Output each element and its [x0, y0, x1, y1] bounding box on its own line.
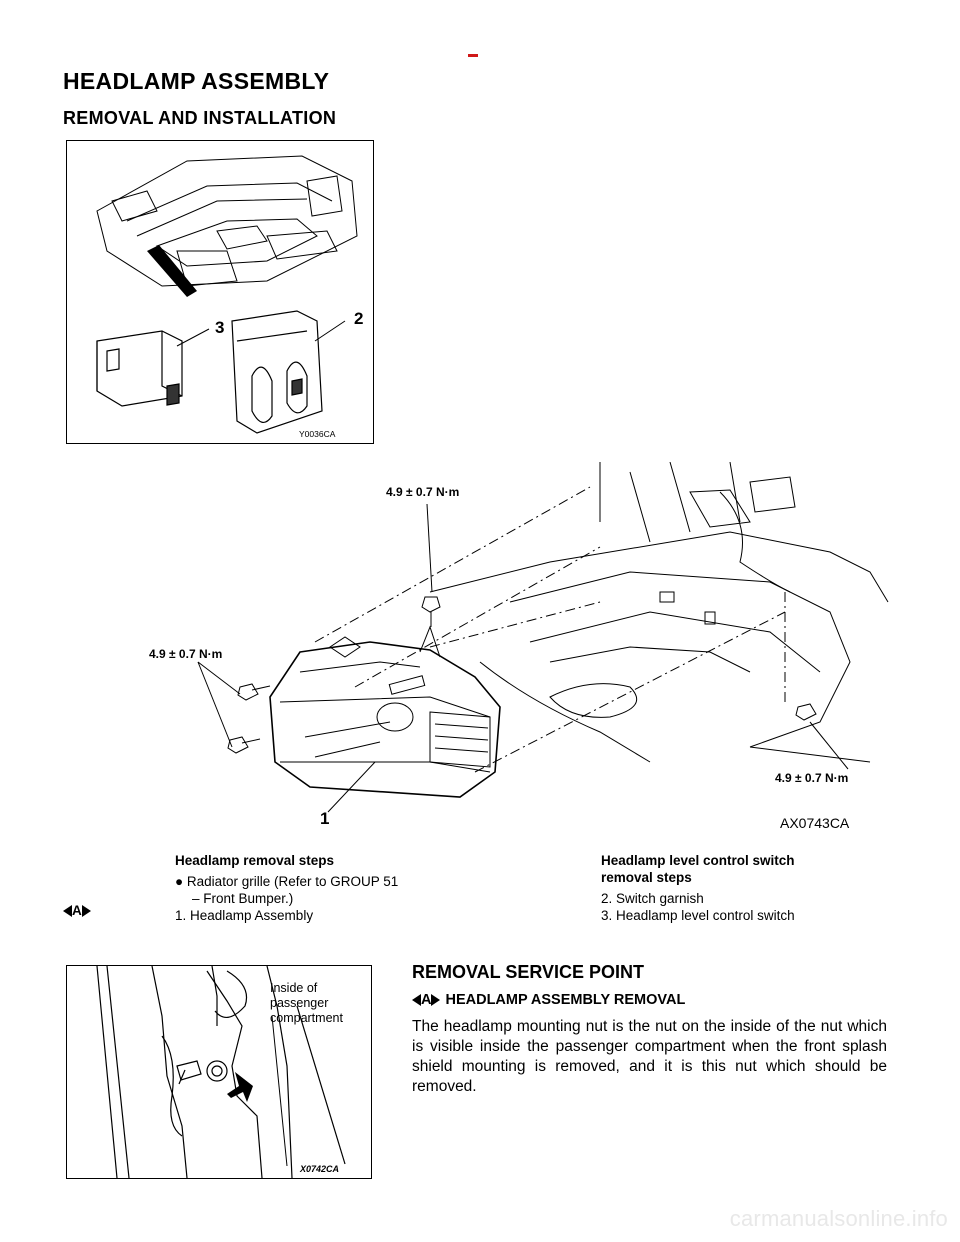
service-point-body: The headlamp mounting nut is the nut on …: [412, 1018, 887, 1095]
steps-heading-left: Headlamp removal steps: [175, 853, 335, 868]
step-headlamp-assembly: 1. Headlamp Assembly: [175, 908, 314, 923]
callout-1: 1: [320, 809, 329, 828]
service-point-marker-a: A: [63, 903, 91, 918]
figure2-code: AX0743CA: [780, 815, 850, 831]
step-radiator-grille-text-2: – Front Bumper.): [192, 891, 294, 906]
passenger-compartment-drawing: Inside of passenger compartment X0742CA: [96, 965, 346, 1179]
service-marker-label: A: [421, 992, 432, 1008]
headlamp-exploded-drawing: 4.9 ± 0.7 N·m 4.9 ± 0.7 N·m 4.9 ± 0.7 N·…: [149, 461, 889, 831]
triangle-right-icon: [81, 904, 91, 917]
step-radiator-grille-text: Radiator grille (Refer to GROUP 51: [186, 874, 399, 889]
triangle-left-icon: [412, 994, 421, 1006]
service-point-title: REMOVAL SERVICE POINT: [412, 962, 645, 982]
steps-heading-right-2: removal steps: [601, 870, 692, 885]
service-point-subtitle: A HEADLAMP ASSEMBLY REMOVAL: [412, 992, 685, 1008]
callout-3: 3: [215, 318, 224, 337]
figure-headlamp-exploded: 4.9 ± 0.7 N·m 4.9 ± 0.7 N·m 4.9 ± 0.7 N·…: [130, 461, 890, 834]
header-accent-mark: [468, 54, 478, 57]
figure3-code: X0742CA: [299, 1164, 339, 1174]
marker-label: A: [72, 903, 82, 918]
page-title: HEADLAMP ASSEMBLY: [63, 68, 330, 94]
torque-label-right: 4.9 ± 0.7 N·m: [775, 771, 848, 785]
torque-label-top: 4.9 ± 0.7 N·m: [386, 485, 459, 499]
figure3-label-1: Inside of: [270, 981, 318, 995]
step-switch-garnish: 2. Switch garnish: [601, 891, 704, 906]
torque-label-left: 4.9 ± 0.7 N·m: [149, 647, 222, 661]
service-subtitle-text: HEADLAMP ASSEMBLY REMOVAL: [445, 992, 686, 1008]
figure-passenger-compartment: Inside of passenger compartment X0742CA: [66, 965, 372, 1179]
figure3-label-3: compartment: [270, 1011, 343, 1025]
switch-removal-steps: Headlamp level control switch removal st…: [601, 852, 795, 924]
dashboard-switch-drawing: 3 2 Y0036CA: [96, 155, 363, 439]
figure-dashboard-switch: 3 2 Y0036CA: [66, 140, 374, 444]
callout-2: 2: [354, 309, 363, 328]
step-radiator-grille: ● Radiator grille (Refer to GROUP 51: [175, 873, 398, 890]
watermark: carmanualsonline.info: [729, 1206, 948, 1231]
steps-heading-right-1: Headlamp level control switch: [601, 853, 795, 868]
page-subtitle: REMOVAL AND INSTALLATION: [63, 108, 337, 128]
headlamp-removal-steps: Headlamp removal steps ● Radiator grille…: [175, 852, 398, 924]
step-level-control-switch: 3. Headlamp level control switch: [601, 908, 795, 923]
figure1-code: Y0036CA: [299, 429, 336, 439]
bullet-icon: ●: [175, 874, 184, 889]
triangle-left-icon: [63, 904, 72, 917]
triangle-right-icon: [431, 994, 441, 1006]
figure3-label-2: passenger: [270, 996, 328, 1010]
